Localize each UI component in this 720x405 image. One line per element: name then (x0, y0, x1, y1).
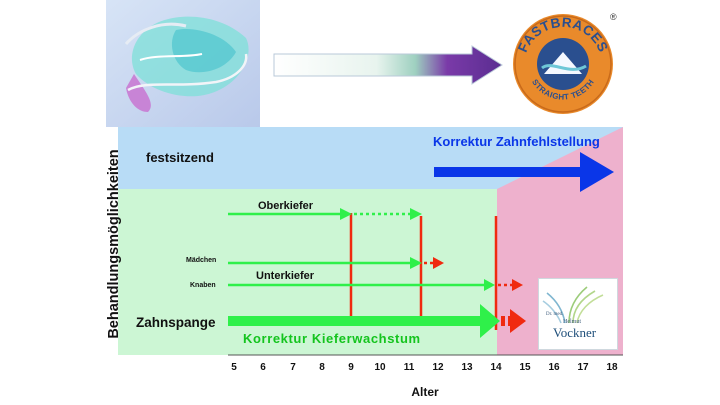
x-tick-label: 8 (319, 362, 325, 373)
upper-jaw-label: Oberkiefer (258, 200, 314, 212)
x-tick-label: 7 (290, 362, 296, 373)
x-tick-label: 9 (348, 362, 354, 373)
logo-prefix: Dr. med. (546, 312, 563, 317)
brace-red-head (510, 309, 526, 333)
y-axis-label: Behandlungsmöglichkeiten (106, 149, 122, 339)
fastbraces-logo: FASTBRACES STRAIGHT TEETH ® (513, 12, 617, 114)
x-tick-label: 13 (461, 362, 473, 373)
girls-red-head (433, 257, 444, 269)
girls-head (410, 257, 422, 269)
jaw-correction-label: Korrektur Kieferwachstum (243, 331, 421, 346)
girls-label: Mädchen (186, 257, 216, 264)
upper-jaw-head (340, 208, 352, 220)
transition-arrow (273, 45, 503, 85)
x-tick-label: 17 (577, 362, 589, 373)
boys-head (484, 279, 495, 291)
x-tick-label: 18 (606, 362, 618, 373)
upper-jaw-dotted-head (410, 208, 422, 220)
boys-red-head (512, 279, 523, 291)
logo-last-name: Vockner (553, 325, 597, 340)
x-tick-labels: 5 6 7 8 9 10 11 12 13 14 15 16 17 18 (231, 362, 618, 373)
boys-label: Knaben (190, 282, 216, 289)
appliance-photo (106, 0, 260, 127)
registered-mark: ® (610, 12, 617, 22)
brace-arrow-body (228, 316, 484, 326)
teeth-correction-label: Korrektur Zahnfehlstellung (433, 134, 600, 149)
brace-arrow-head (480, 304, 500, 338)
x-tick-label: 15 (519, 362, 531, 373)
x-tick-label: 12 (432, 362, 444, 373)
vockner-logo: Dr. med. Helmut Vockner (538, 278, 618, 350)
x-tick-label: 10 (374, 362, 386, 373)
logo-first-name: Helmut (563, 319, 581, 325)
brace-label: Zahnspange (136, 315, 216, 330)
lower-jaw-label: Unterkiefer (256, 270, 315, 282)
x-axis-label: Alter (411, 385, 439, 399)
teeth-correction-arrow-body (434, 167, 584, 177)
x-tick-label: 6 (260, 362, 266, 373)
band-growth (118, 189, 497, 355)
teeth-correction-arrow-head (580, 152, 614, 192)
x-tick-label: 5 (231, 362, 237, 373)
x-tick-label: 16 (548, 362, 560, 373)
x-tick-label: 11 (404, 362, 415, 373)
fixed-band-label: festsitzend (146, 150, 214, 165)
x-tick-label: 14 (490, 362, 502, 373)
